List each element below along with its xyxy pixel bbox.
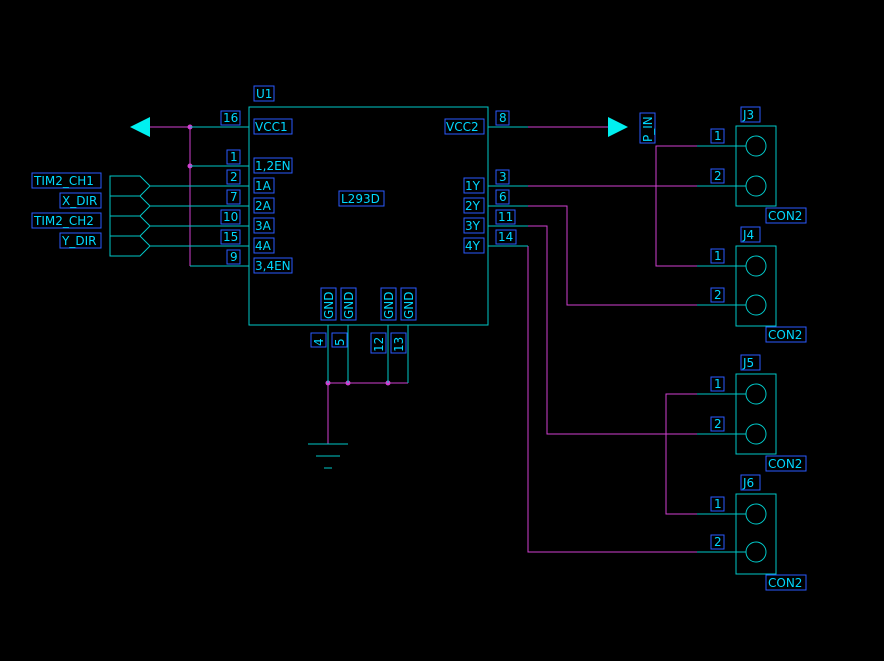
pin-number: 15 (223, 230, 238, 244)
connector-value: CON2 (768, 328, 802, 342)
net-label-tim2-ch2: TIM2_CH2 (33, 214, 94, 228)
wire-4y (527, 246, 697, 553)
connector-ref: J6 (742, 476, 754, 490)
pin-number: 5 (333, 338, 347, 346)
chip-part: L293D (341, 192, 380, 206)
left-pin-labels: 16 VCC1 1 1,2EN 2 1A 7 2A 10 3A 15 4A 9 … (220, 110, 293, 274)
right-pin-leads (488, 126, 528, 247)
vcc2-arrow-icon (608, 117, 628, 137)
pin-number: 7 (230, 190, 238, 204)
connector-value: CON2 (768, 576, 802, 590)
wire-j3-j4 (655, 145, 697, 267)
chip-ref: U1 (256, 87, 272, 101)
wire-vcc1 (150, 126, 230, 267)
chip-labels: U1 L293D 16 VCC1 1 1,2EN 2 1A 7 2A 10 3A… (220, 85, 517, 354)
vcc1-arrow-icon (130, 117, 150, 137)
pin-number: 6 (499, 190, 507, 204)
connector-j3[interactable]: J3 1 2 CON2 (697, 106, 807, 224)
pin-number: 8 (499, 111, 507, 125)
power-arrows: P_IN (130, 112, 656, 144)
wire-gnd (327, 382, 408, 444)
pin-name: 3,4EN (255, 259, 291, 273)
pin-name: GND (382, 291, 396, 319)
pin-number: 1 (230, 150, 238, 164)
net-label-x-dir: X_DIR (62, 194, 97, 208)
net-label-y-dir: Y_DIR (61, 234, 96, 248)
pin-name: 2A (255, 199, 272, 213)
connector-value: CON2 (768, 209, 802, 223)
wire-2y (528, 205, 697, 306)
wires (150, 126, 697, 553)
pin-name: GND (322, 291, 336, 319)
chip-u1[interactable] (190, 106, 528, 383)
pin-number: 16 (223, 111, 238, 125)
bottom-pin-labels: GND GND GND GND 4 5 12 13 (310, 287, 417, 354)
pin-number: 11 (498, 210, 513, 224)
pin-name: GND (402, 291, 416, 319)
net-label-tim2-ch1: TIM2_CH1 (33, 174, 94, 188)
bottom-pin-leads (327, 325, 409, 383)
pin-name: VCC2 (446, 120, 479, 134)
left-pin-leads (190, 126, 249, 267)
connector-pin-1: 1 (714, 129, 722, 143)
pin-number: 13 (392, 337, 406, 352)
pin-name: 3Y (465, 219, 481, 233)
connector-pin-1: 1 (714, 249, 722, 263)
net-label-p-in: P_IN (641, 116, 655, 142)
connector-value: CON2 (768, 457, 802, 471)
connector-pin-1: 1 (714, 377, 722, 391)
connector-pin-2: 2 (714, 535, 722, 549)
right-pin-labels: 8 VCC2 3 1Y 6 2Y 11 3Y 14 4Y (444, 110, 517, 254)
connector-pin-2: 2 (714, 169, 722, 183)
pin-number: 12 (372, 337, 386, 352)
connector-j6[interactable]: J6 1 2 CON2 (697, 474, 807, 591)
connector-pin-1: 1 (714, 497, 722, 511)
connector-pin-2: 2 (714, 288, 722, 302)
connector-ref: J4 (742, 228, 754, 242)
pin-name: VCC1 (255, 120, 288, 134)
connector-j5[interactable]: J5 1 2 CON2 (697, 354, 807, 472)
pin-number: 2 (230, 170, 238, 184)
pin-number: 14 (498, 230, 513, 244)
connector-j4[interactable]: J4 1 2 CON2 (697, 226, 807, 343)
wire-j5-j6 (665, 393, 697, 515)
pin-name: 4Y (465, 239, 481, 253)
pin-number: 10 (223, 210, 238, 224)
pin-number: 3 (499, 170, 507, 184)
connector-pin-2: 2 (714, 417, 722, 431)
pin-name: 1Y (465, 179, 481, 193)
connector-ref: J3 (742, 108, 754, 122)
chip-body[interactable] (248, 106, 489, 326)
ground-icon (308, 443, 348, 469)
input-net-labels: TIM2_CH1 X_DIR TIM2_CH2 Y_DIR (31, 172, 190, 257)
pin-number: 4 (312, 338, 326, 346)
pin-name: 4A (255, 239, 272, 253)
wire-3y (528, 225, 697, 435)
pin-name: 1A (255, 179, 272, 193)
pin-name: GND (342, 291, 356, 319)
pin-name: 1,2EN (255, 159, 291, 173)
pin-name: 3A (255, 219, 272, 233)
connector-ref: J5 (742, 356, 754, 370)
pin-number: 9 (230, 250, 238, 264)
pin-name: 2Y (465, 199, 481, 213)
input-label-flags (109, 175, 190, 257)
